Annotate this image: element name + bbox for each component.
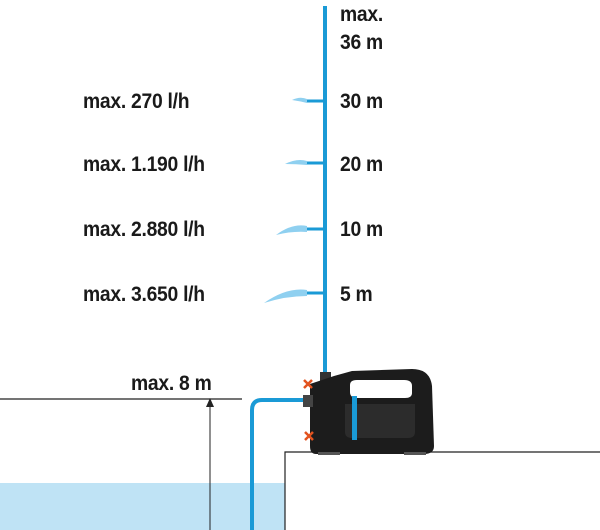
max-height-label-line1: max. [340, 3, 383, 26]
max-height-label-line2: 36 m [340, 31, 383, 54]
suction-height-label: max. 8 m [131, 372, 212, 395]
height-label-30m: 30 m [340, 90, 383, 113]
height-label-10m: 10 m [340, 218, 383, 241]
flow-label-20m: max. 1.190 l/h [83, 153, 205, 176]
height-label-20m: 20 m [340, 153, 383, 176]
pump-platform [284, 451, 600, 530]
flow-label-5m: max. 3.650 l/h [83, 283, 205, 306]
garden-pump-icon [303, 369, 434, 455]
suction-arrow-icon [206, 398, 214, 407]
water-spray-icon [264, 97, 307, 303]
flow-label-30m: max. 270 l/h [83, 90, 190, 113]
height-label-5m: 5 m [340, 283, 373, 306]
suction-hose [250, 398, 304, 530]
water-reservoir [0, 483, 285, 530]
flow-label-10m: max. 2.880 l/h [83, 218, 205, 241]
